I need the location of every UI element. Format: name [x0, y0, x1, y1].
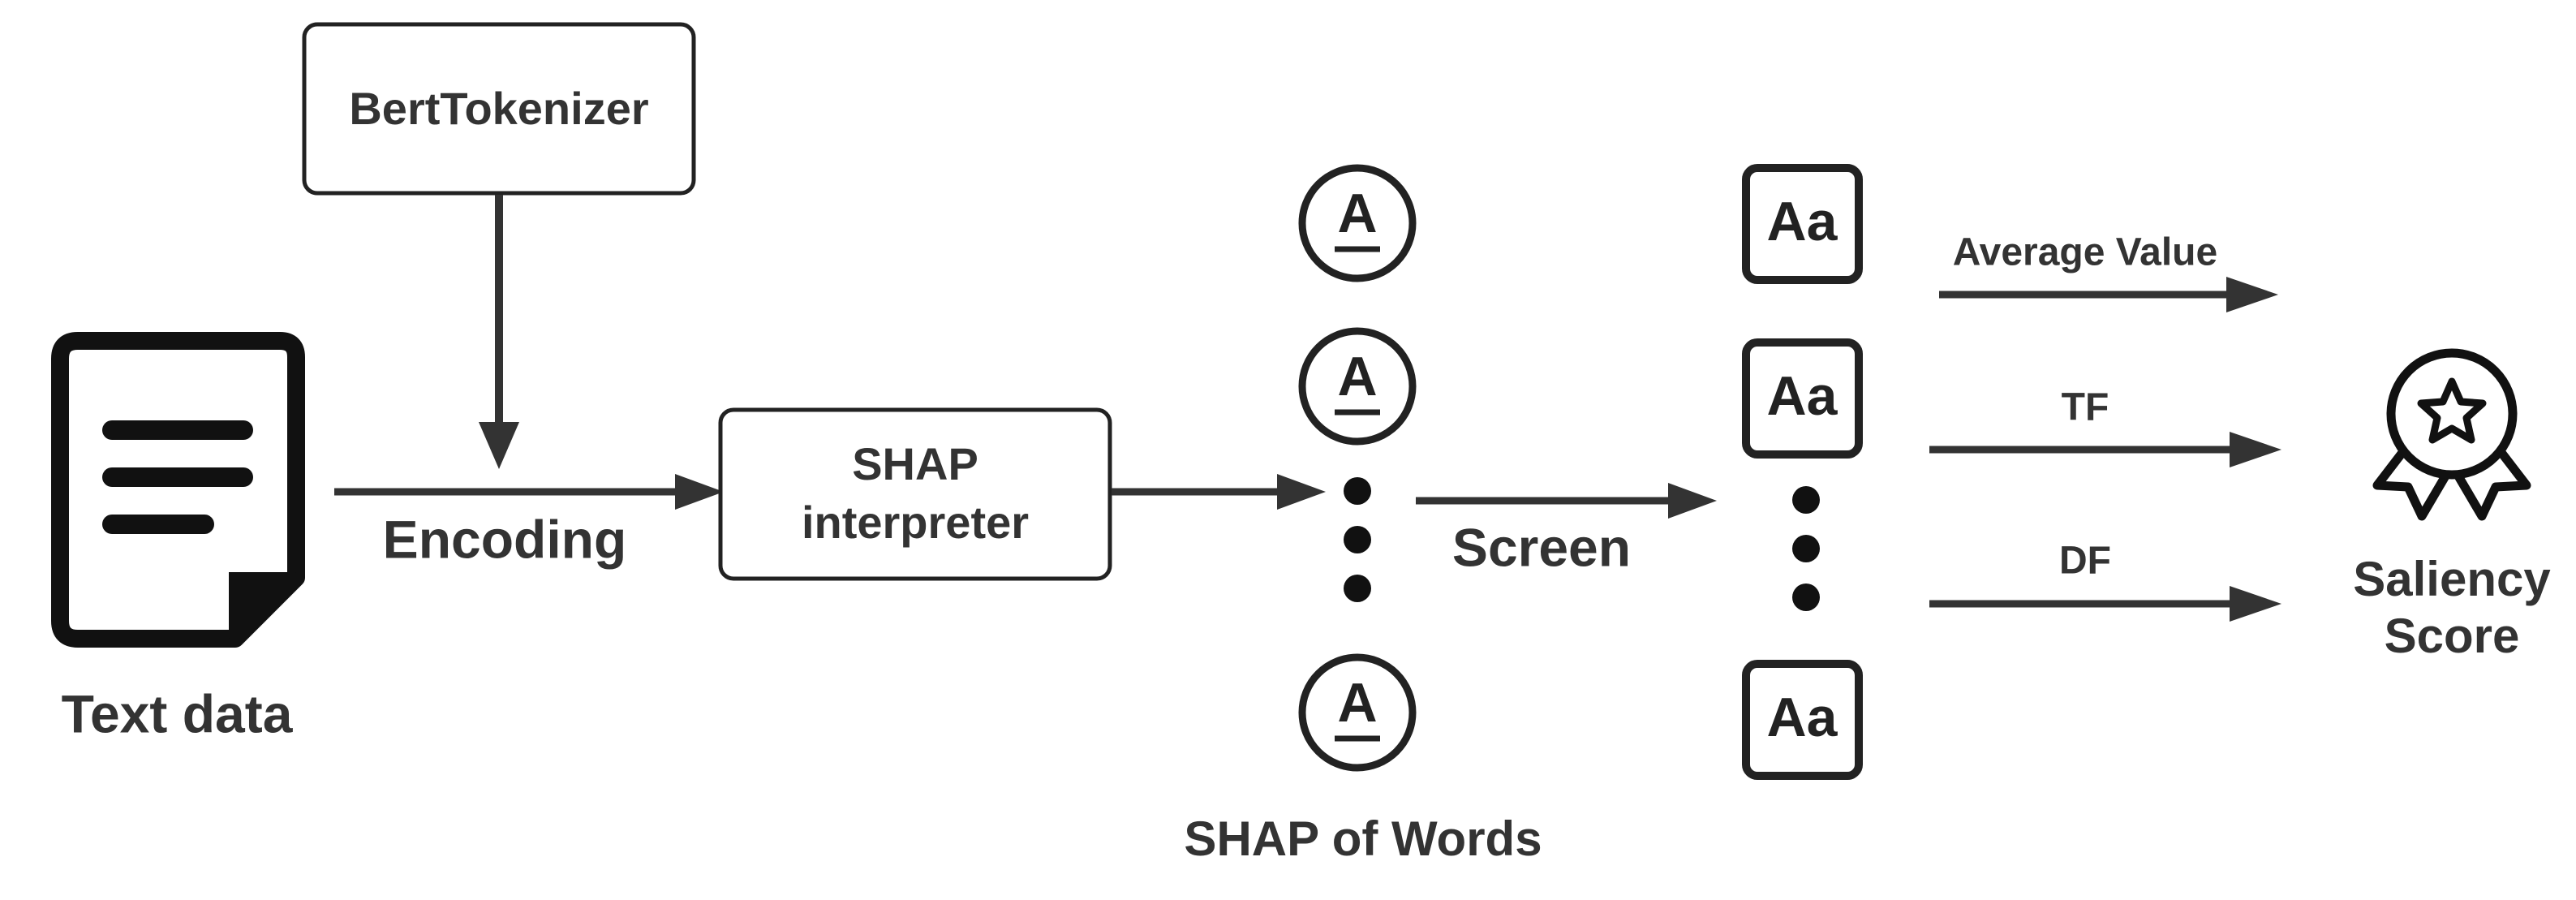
word-card-icon-1: Aa [1742, 164, 1863, 284]
shap-words-ellipsis [1344, 477, 1371, 602]
svg-text:A: A [1337, 346, 1377, 407]
word-card-icon-2: Aa [1742, 338, 1863, 459]
interpreter-label-line1: SHAP [852, 438, 978, 489]
df-label: DF [2059, 540, 2111, 583]
interpreter-to-words-arrow [1112, 474, 1326, 510]
shap-word-icon-1: A [1298, 164, 1417, 282]
average-value-arrow [1939, 277, 2278, 312]
svg-text:A: A [1337, 672, 1377, 734]
svg-text:Aa: Aa [1767, 687, 1838, 748]
interpreter-node: SHAP interpreter [718, 407, 1112, 581]
shap-word-icon-3: A [1298, 653, 1417, 772]
encoding-arrow [334, 474, 724, 510]
word-card-icon-3: Aa [1742, 660, 1863, 780]
tokenizer-node: BertTokenizer [302, 22, 696, 196]
interpreter-box [718, 407, 1112, 581]
tf-arrow [1929, 432, 2281, 467]
shap-word-icon-2: A [1298, 327, 1417, 446]
tokenizer-box [302, 22, 696, 196]
screen-label: Screen [1452, 517, 1631, 577]
interpreter-label-line2: interpreter [802, 497, 1029, 548]
svg-text:Aa: Aa [1767, 365, 1838, 427]
text-data-label: Text data [62, 683, 294, 743]
tf-label: TF [2062, 386, 2109, 429]
svg-text:A: A [1337, 183, 1377, 244]
df-arrow [1929, 586, 2281, 622]
shap-of-words-label: SHAP of Words [1184, 812, 1542, 866]
saliency-label-line1: Saliency [2353, 552, 2551, 606]
screen-arrow [1416, 483, 1717, 519]
encoding-label: Encoding [383, 509, 627, 569]
document-icon [51, 332, 305, 648]
average-value-label: Average Value [1953, 231, 2217, 274]
svg-text:Aa: Aa [1767, 191, 1838, 252]
tokenizer-to-encoding-arrow [479, 195, 519, 469]
saliency-label-line2: Score [2385, 609, 2520, 663]
award-ribbon-icon [2372, 348, 2531, 521]
word-cards-ellipsis [1792, 486, 1820, 611]
tokenizer-label: BertTokenizer [349, 83, 648, 134]
